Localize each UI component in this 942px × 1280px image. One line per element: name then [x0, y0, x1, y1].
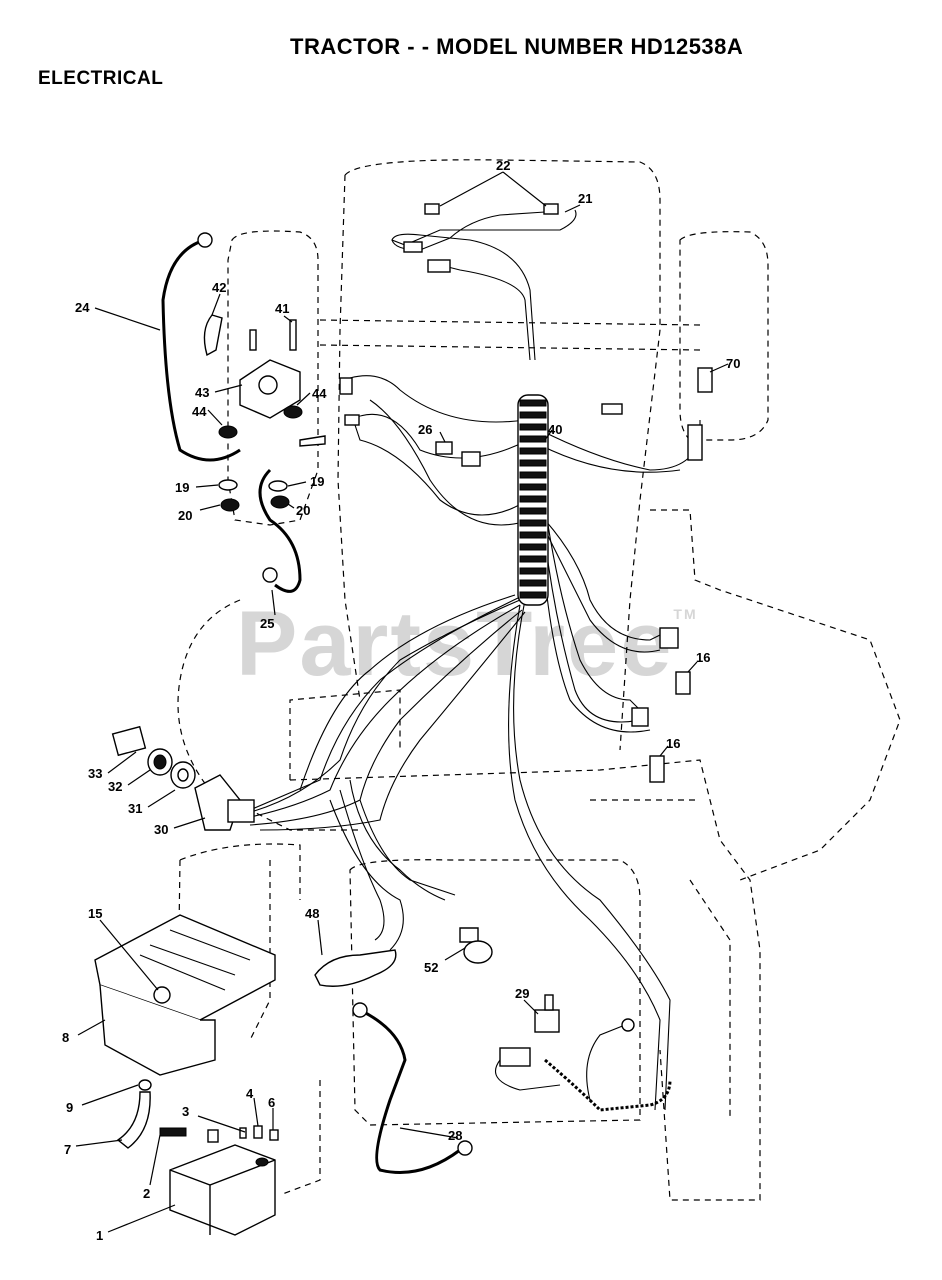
watermark-mark: TM [673, 606, 698, 622]
callout-16-lower: 16 [666, 736, 680, 751]
callout-26: 26 [418, 422, 432, 437]
callout-43: 43 [195, 385, 209, 400]
callout-29: 29 [515, 986, 529, 1001]
solenoid-assembly [161, 232, 326, 593]
battery [116, 1079, 279, 1236]
callout-22: 22 [496, 158, 510, 173]
ignition-switch [111, 725, 255, 831]
callout-21: 21 [578, 191, 592, 206]
harness-48 [314, 927, 493, 987]
callout-4: 4 [246, 1086, 254, 1101]
callout-19-right: 19 [310, 474, 324, 489]
conduit-40 [517, 394, 549, 606]
connectors-26 [339, 377, 481, 467]
page-title: TRACTOR - - MODEL NUMBER HD12538A [290, 34, 744, 59]
callout-7: 7 [64, 1142, 71, 1157]
callout-44-left: 44 [192, 404, 207, 419]
callout-1: 1 [96, 1228, 103, 1243]
battery-cable-28 [352, 1002, 473, 1174]
callout-25: 25 [260, 616, 274, 631]
callout-70: 70 [726, 356, 740, 371]
callout-52: 52 [424, 960, 438, 975]
pto-switch-29 [495, 994, 672, 1112]
section-title: ELECTRICAL [38, 68, 164, 89]
callout-19-left: 19 [175, 480, 189, 495]
callout-48: 48 [305, 906, 319, 921]
callout-41: 41 [275, 301, 289, 316]
callout-31: 31 [128, 801, 142, 816]
callout-6: 6 [268, 1095, 275, 1110]
wiring-harness [234, 209, 701, 1111]
callout-30: 30 [154, 822, 168, 837]
callout-40: 40 [548, 422, 562, 437]
callout-2: 2 [143, 1186, 150, 1201]
callout-20-right: 20 [296, 503, 310, 518]
callouts: 22 21 24 42 41 43 44 44 19 20 19 20 25 2… [62, 158, 740, 1243]
callout-44-right: 44 [312, 386, 327, 401]
callout-8: 8 [62, 1030, 69, 1045]
callout-28: 28 [448, 1128, 462, 1143]
callout-24: 24 [75, 300, 90, 315]
callout-3: 3 [182, 1104, 189, 1119]
switches-16 [601, 367, 713, 783]
headlight-harness [403, 203, 559, 273]
callout-42: 42 [212, 280, 226, 295]
callout-9: 9 [66, 1100, 73, 1115]
callout-20-left: 20 [178, 508, 192, 523]
battery-box [94, 914, 276, 1076]
callout-15: 15 [88, 906, 102, 921]
watermark: PartsTreeTM [236, 592, 698, 697]
callout-32: 32 [108, 779, 122, 794]
callout-16-upper: 16 [696, 650, 710, 665]
leader-lines [75, 171, 729, 1233]
watermark-text: PartsTree [236, 593, 674, 695]
callout-33: 33 [88, 766, 102, 781]
